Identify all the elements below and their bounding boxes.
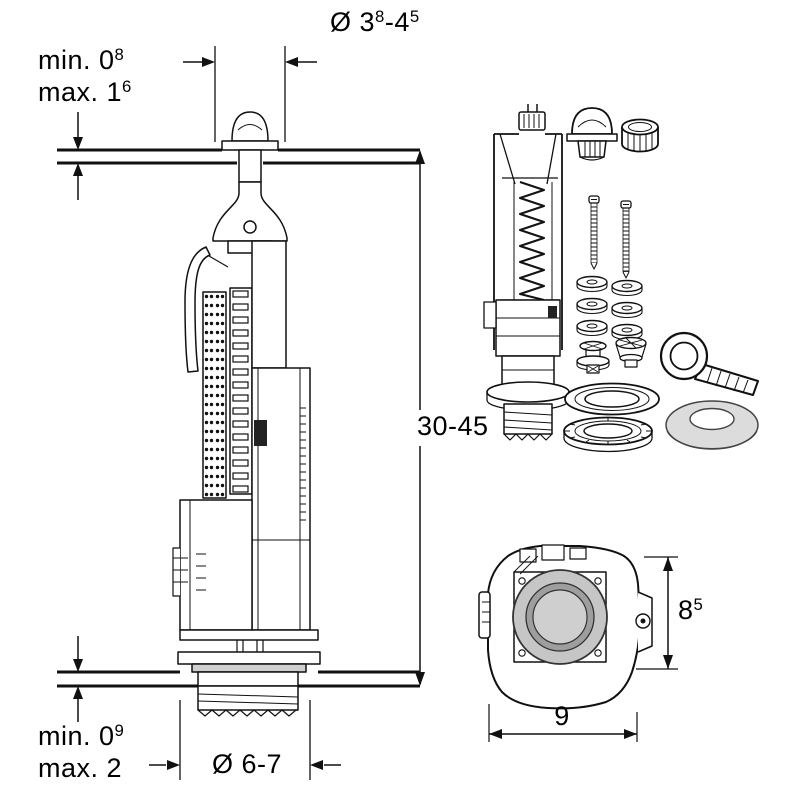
dim-text: min. 0 bbox=[38, 721, 115, 751]
dim-text: min. 0 bbox=[38, 45, 115, 75]
ring-nut bbox=[563, 416, 653, 453]
dim-sup: 5 bbox=[409, 6, 420, 26]
dimension-lid-thickness bbox=[73, 112, 83, 200]
seat-fittings bbox=[576, 336, 647, 374]
dim-text: max. 1 bbox=[38, 77, 123, 107]
push-button bbox=[566, 107, 618, 161]
label-tank-height: 30-45 bbox=[414, 411, 492, 441]
dim-text: -4 bbox=[384, 7, 410, 37]
valve-base-view bbox=[478, 544, 678, 742]
dimension-view-width bbox=[488, 704, 638, 742]
label-lid-thickness-max: max. 16 bbox=[38, 76, 132, 107]
dim-sup: 8 bbox=[375, 6, 385, 26]
washers bbox=[576, 275, 643, 341]
exploded-parts-view bbox=[483, 104, 759, 453]
dim-sup: 8 bbox=[114, 44, 125, 64]
exploded-valve-unit bbox=[483, 104, 570, 441]
push-rod-dome bbox=[221, 111, 279, 183]
flat-gasket bbox=[564, 382, 660, 416]
service-wrench bbox=[659, 331, 759, 396]
label-view-height: 85 bbox=[678, 594, 704, 625]
dimension-view-height bbox=[636, 556, 678, 670]
label-lid-thickness-min: min. 08 bbox=[38, 44, 125, 75]
outlet-rings bbox=[512, 569, 608, 665]
valve-body bbox=[172, 367, 311, 631]
label-lid-hole-diameter: Ø 38-45 bbox=[330, 6, 420, 37]
dimension-tank-height bbox=[415, 150, 425, 686]
label-base-hole-diameter: Ø 6-7 bbox=[212, 750, 282, 778]
label-base-thickness-min: min. 09 bbox=[38, 720, 125, 751]
button-cap bbox=[621, 118, 659, 153]
dimension-base-hole-diameter bbox=[149, 700, 341, 780]
cistern-lid-lines bbox=[57, 148, 420, 165]
dim-text: 8 bbox=[678, 595, 694, 625]
flush-valve-cross-section bbox=[172, 111, 321, 717]
label-view-width: 9 bbox=[554, 702, 570, 730]
dim-text: Ø 3 bbox=[330, 7, 376, 37]
flush-lever-arm bbox=[184, 246, 229, 373]
label-base-thickness-max: max. 2 bbox=[38, 754, 122, 782]
dim-sup: 9 bbox=[114, 720, 125, 740]
dim-text: max. 2 bbox=[38, 753, 123, 783]
fixing-screws bbox=[588, 195, 632, 279]
dimension-base-thickness bbox=[73, 636, 83, 722]
dim-sup: 6 bbox=[122, 76, 132, 96]
cistern-bottom-lines bbox=[57, 670, 420, 688]
dim-text: 30-45 bbox=[417, 411, 489, 441]
dim-text: Ø 6-7 bbox=[211, 749, 283, 779]
dim-sup: 5 bbox=[693, 594, 704, 614]
dim-text: 9 bbox=[554, 701, 570, 731]
base-flange-and-outlet bbox=[177, 629, 321, 717]
foam-seal-ring bbox=[665, 400, 759, 450]
dimension-lid-hole-diameter bbox=[183, 46, 317, 142]
